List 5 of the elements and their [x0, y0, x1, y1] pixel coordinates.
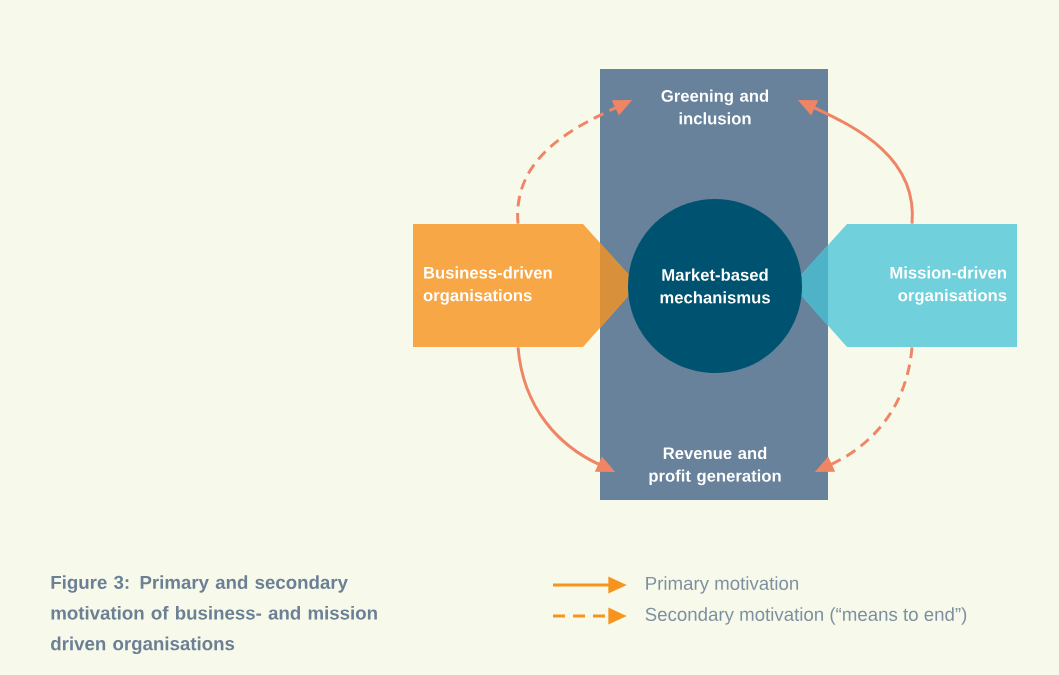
panel-label: Revenue and profit generation	[649, 446, 781, 486]
caption: Figure 3: Primary and secondary motivation of business- and mission driven organisations	[51, 575, 377, 655]
legend-text: Secondary motivation (“means to end”)	[645, 607, 967, 625]
legend-text: Primary motivation	[646, 576, 799, 594]
panel-label: Greening and inclusion	[661, 89, 769, 125]
